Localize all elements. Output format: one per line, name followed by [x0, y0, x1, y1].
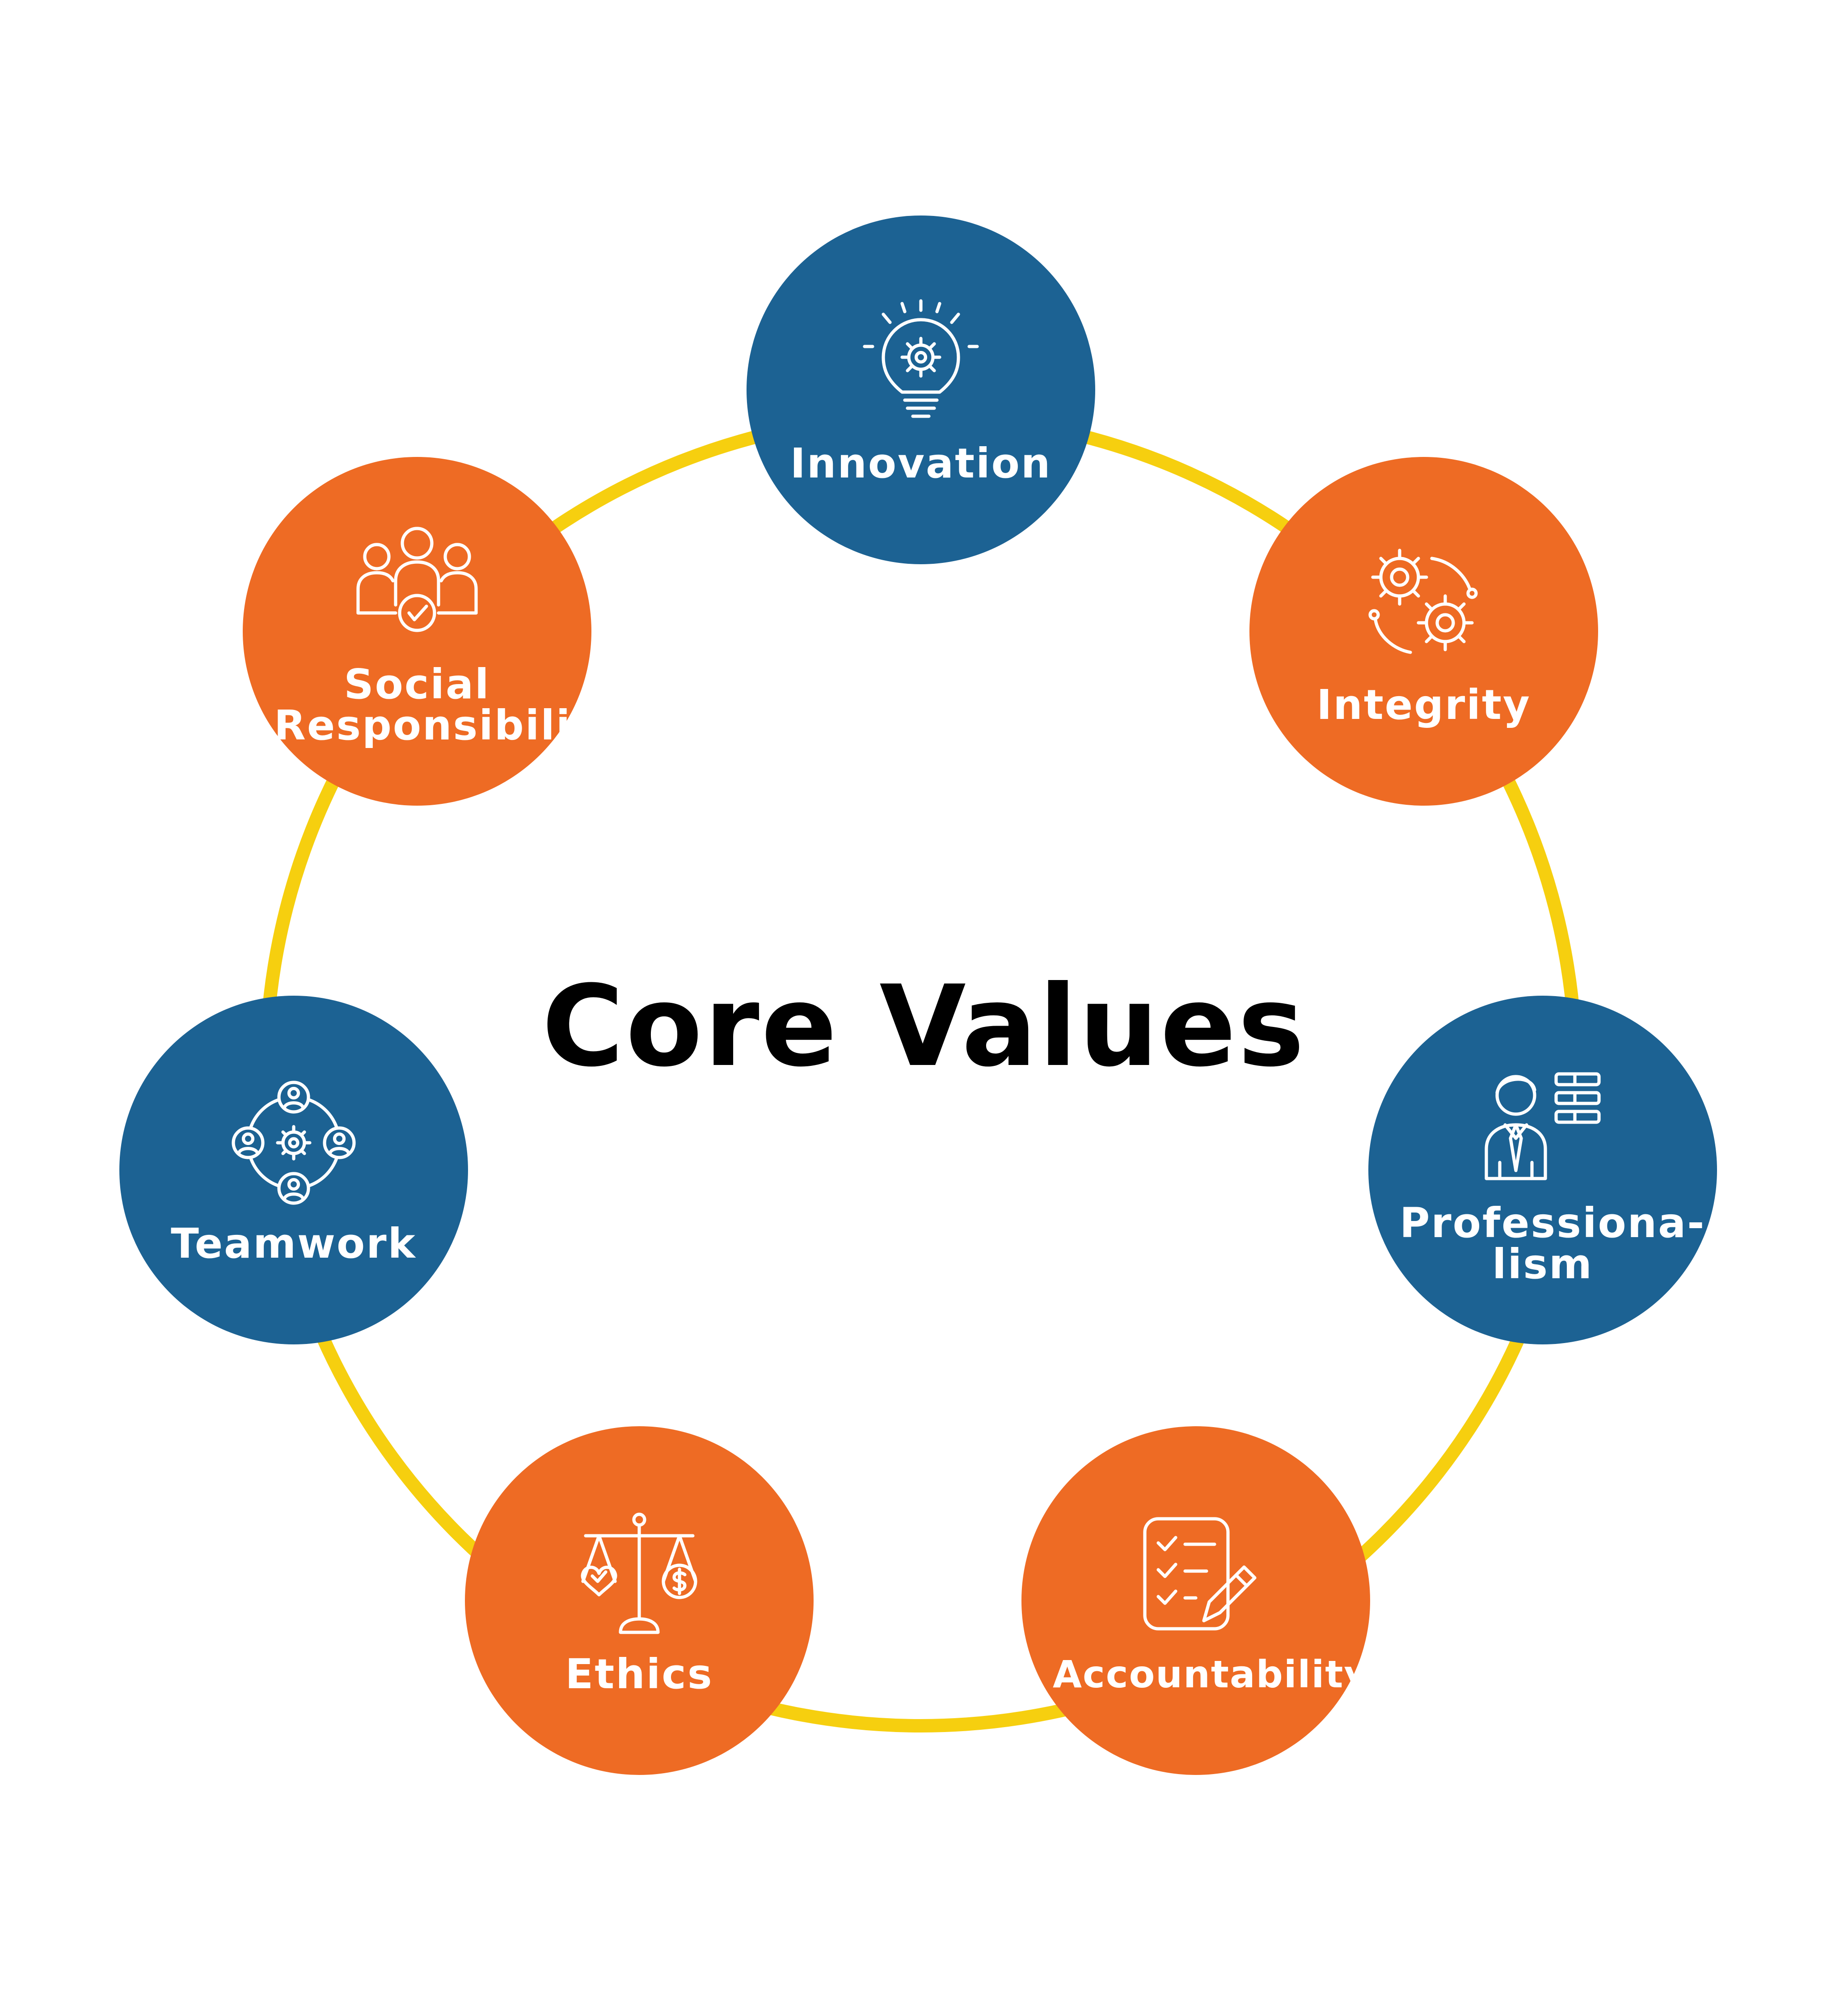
- gears-icon: [1368, 549, 1478, 654]
- value-label-innovation: Innovation: [790, 439, 1052, 487]
- value-node-integrity: Integrity: [1249, 457, 1598, 806]
- team-gear-icon: [232, 1081, 356, 1205]
- value-node-social-responsibility: Social Responsibility: [243, 457, 621, 806]
- lightbulb-gear-icon: [863, 299, 979, 418]
- value-label-integrity: Integrity: [1316, 681, 1531, 729]
- value-label-teamwork: Teamwork: [171, 1220, 417, 1268]
- value-label-professionalism: Professiona- lism: [1400, 1199, 1706, 1288]
- balance-scale-icon: [581, 1513, 697, 1634]
- value-node-teamwork: Teamwork: [119, 996, 468, 1344]
- people-check-icon: [356, 527, 478, 632]
- value-label-accountability: Accountability: [1053, 1652, 1370, 1696]
- value-label-ethics: Ethics: [565, 1650, 713, 1698]
- businessman-icon: [1485, 1072, 1601, 1180]
- value-node-accountability: Accountability: [1021, 1426, 1370, 1775]
- value-node-professionalism: Professiona- lism: [1368, 996, 1717, 1344]
- diagram-title: Core Values: [542, 961, 1306, 1091]
- value-node-ethics: Ethics: [465, 1426, 814, 1775]
- checklist-pencil-icon: [1143, 1517, 1257, 1631]
- value-node-innovation: Innovation: [747, 215, 1095, 564]
- value-label-social-responsibility: Social Responsibility: [274, 660, 621, 749]
